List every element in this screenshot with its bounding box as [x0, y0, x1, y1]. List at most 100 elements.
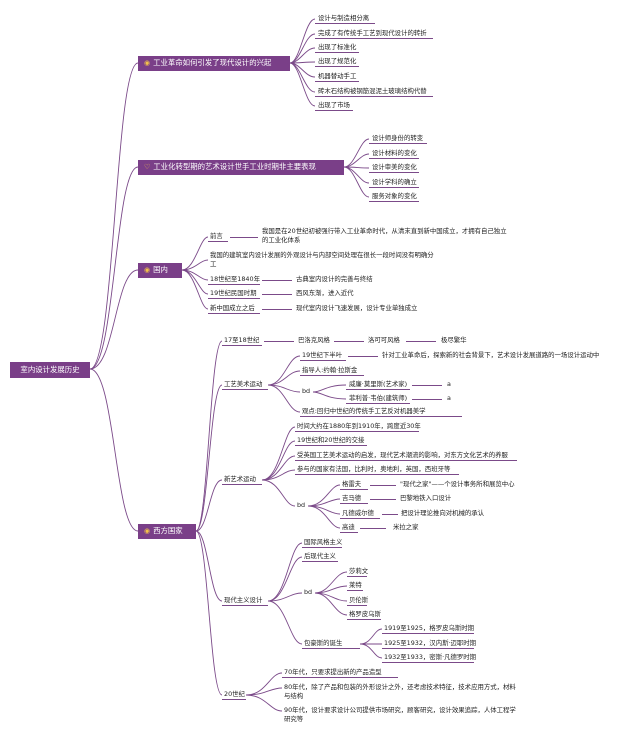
- branch-label: 国内: [153, 265, 168, 274]
- arts-view: 观点:回归中世纪的传统手工艺反对机器美学: [302, 407, 426, 415]
- mod-l2: 后现代主义: [304, 552, 336, 560]
- b2-item-1: 设计师身份的转变: [372, 134, 424, 142]
- underline: [300, 360, 346, 361]
- lightbulb-icon: ◉: [144, 266, 151, 274]
- art-l1: 时间大约在1880年到1910年，跨度近30年: [297, 422, 421, 430]
- c20-l1: 70年代，只要求提出新的产品造型: [284, 668, 382, 676]
- underline: [222, 389, 268, 390]
- underline: [369, 143, 427, 144]
- underline: [382, 648, 474, 649]
- art-person-2: 吉马德: [342, 494, 362, 502]
- modernism-label: 现代主义设计: [224, 596, 263, 604]
- connector: [412, 385, 442, 386]
- underline: [369, 187, 419, 188]
- domestic-line-2: 我国的建筑室内设计发展的外观设计与内部空间处理在很长一段时间没有明确分工: [210, 251, 434, 268]
- arts-l1-text: 针对工业革命后，探索新的社会背景下，艺术设计发展道路的一场设计运动中: [382, 351, 600, 359]
- c20-label: 20世纪: [224, 690, 245, 698]
- underline: [315, 110, 353, 111]
- b2-item-5: 服务对象的变化: [372, 192, 417, 200]
- underline: [208, 313, 260, 314]
- branch-label: 工业革命如何引发了现代设计的兴起: [153, 58, 272, 67]
- underline: [369, 158, 419, 159]
- c20-l2: 80年代，除了产品和包装的外形设计之外，还考虑技术特征，技术应用方式，材料与结构: [284, 683, 516, 700]
- underline: [315, 23, 375, 24]
- c17-label: 17至18世纪: [224, 336, 260, 344]
- underline: [347, 619, 381, 620]
- root-node[interactable]: 室内设计发展历史: [10, 362, 90, 378]
- connector: [406, 341, 436, 342]
- underline: [369, 172, 419, 173]
- arts-l1: 19世纪下半叶: [302, 351, 343, 359]
- connector: [360, 528, 386, 529]
- heart-icon: ♡: [144, 163, 151, 171]
- underline: [222, 699, 246, 700]
- connector: [370, 499, 396, 500]
- period-1-label: 18世纪至1840年: [210, 275, 260, 283]
- branch-label: 工业化转型期的艺术设计世手工业时期非主要表现: [153, 162, 316, 171]
- branch-domestic[interactable]: ◉国内: [138, 263, 182, 278]
- branch-industrial-revolution[interactable]: ◉工业革命如何引发了现代设计的兴起: [138, 56, 290, 71]
- connector: [262, 280, 292, 281]
- arts-leader: 指导人:约翰·拉斯金: [302, 366, 358, 374]
- bauhaus-period-1: 1919至1925，格罗皮乌斯时期: [384, 624, 475, 632]
- b1-item-7: 出现了市场: [318, 101, 350, 109]
- mod-person-2: 莱特: [349, 581, 362, 589]
- underline: [302, 561, 338, 562]
- connector: [262, 294, 292, 295]
- art-l2: 19世纪和20世纪的交接: [297, 436, 365, 444]
- arts-person-1-value: a: [447, 380, 451, 388]
- baroque: 巴洛克风格: [298, 336, 330, 344]
- luxury: 极尽繁华: [441, 336, 467, 344]
- branch-western[interactable]: ◉西方国家: [138, 524, 196, 539]
- underline: [295, 474, 459, 475]
- underline: [346, 389, 410, 390]
- underline: [302, 648, 360, 649]
- art-l4: 参与的国家有法国，比利时，奥地利，英国，西班牙等: [297, 465, 451, 473]
- underline: [222, 605, 268, 606]
- underline: [369, 201, 419, 202]
- art-person-2-text: 巴黎地铁入口设计: [400, 494, 452, 502]
- connector: [262, 309, 292, 310]
- arts-person-2: 菲利普·韦伯(建筑师): [349, 394, 408, 402]
- bauhaus-period-2: 1925至1932，汉内斯·迈耶时期: [384, 639, 477, 647]
- underline: [347, 590, 363, 591]
- underline: [222, 345, 262, 346]
- art-person-1-text: "现代之家"——个设计事务所和展览中心: [400, 480, 515, 488]
- art-person-4-text: 米拉之家: [393, 523, 419, 531]
- underline: [340, 532, 358, 533]
- connector: [412, 399, 442, 400]
- period-1-text: 古典室内设计的完善与终结: [296, 275, 373, 283]
- underline: [300, 416, 462, 417]
- b1-item-5: 机器替动手工: [318, 72, 357, 80]
- b1-item-4: 出现了规范化: [318, 57, 357, 65]
- connector: [370, 485, 396, 486]
- underline: [340, 518, 380, 519]
- branch-label: 西方国家: [153, 526, 183, 535]
- mod-person-1: 莎莉文: [349, 567, 369, 575]
- underline: [222, 484, 262, 485]
- art-bd: bd: [297, 501, 306, 509]
- underline: [346, 403, 410, 404]
- underline: [315, 52, 359, 53]
- lightbulb-icon: ◉: [144, 527, 151, 535]
- connector: [264, 341, 294, 342]
- underline: [282, 677, 398, 678]
- connector: [334, 341, 364, 342]
- arts-person-1: 威廉·莫里斯(艺术家): [349, 380, 408, 388]
- underline: [302, 547, 342, 548]
- art-person-1: 格雷夫: [342, 480, 362, 488]
- underline: [315, 66, 359, 67]
- underline: [315, 38, 433, 39]
- underline: [300, 375, 364, 376]
- b2-item-4: 设计学科的确立: [372, 178, 417, 186]
- arts-bd: bd: [302, 387, 311, 395]
- b1-item-6: 砖木石结构被钢筋混泥土玻璃结构代替: [318, 87, 427, 95]
- preface-label: 前言: [210, 232, 223, 240]
- mod-bd: bd: [304, 588, 313, 596]
- branch-industrial-transition[interactable]: ♡工业化转型期的艺术设计世手工业时期非主要表现: [138, 160, 344, 175]
- mod-person-3: 贝伦斯: [349, 596, 369, 604]
- underline: [208, 298, 260, 299]
- arts-label: 工艺美术运动: [224, 380, 263, 388]
- period-3-label: 新中国成立之后: [210, 304, 255, 312]
